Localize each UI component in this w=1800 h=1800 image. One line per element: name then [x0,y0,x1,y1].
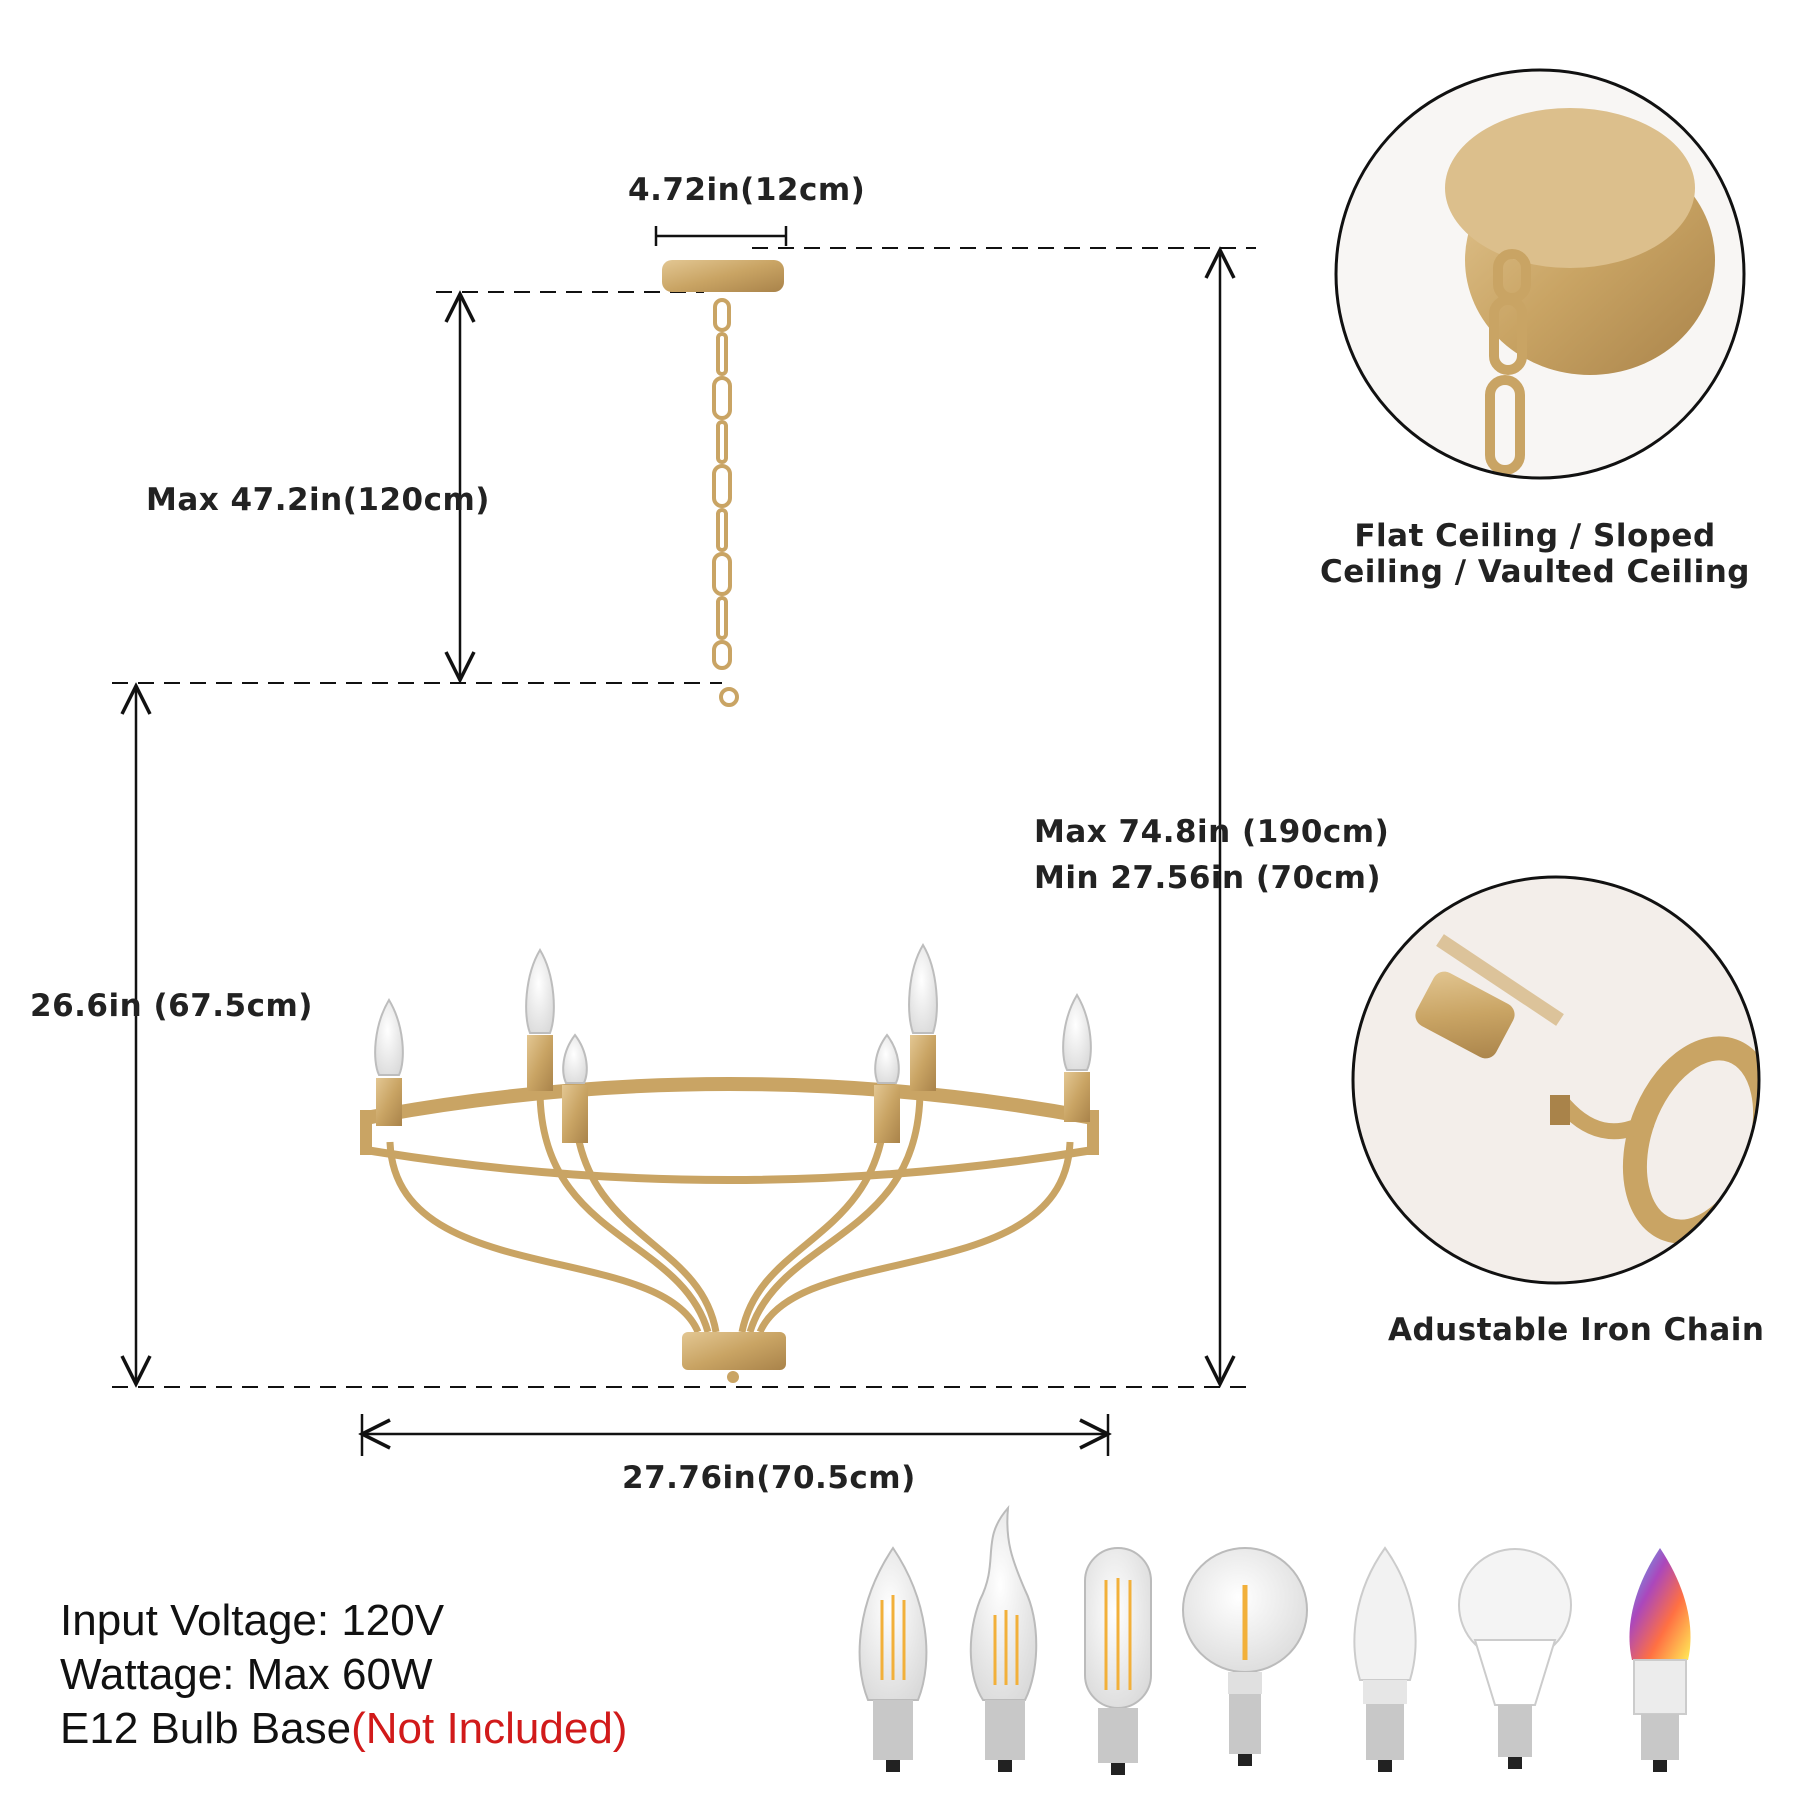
chain-length-label: Max 47.2in(120cm) [146,482,490,518]
fixture-ring [360,1077,1099,1184]
ceiling-compatibility-caption: Flat Ceiling / Sloped Ceiling / Vaulted … [1320,518,1750,590]
fixture-arms [386,1089,1074,1334]
total-height-min-label: Min 27.56in (70cm) [1034,860,1382,896]
chain [712,298,739,707]
bottom-finial-cup [682,1332,786,1370]
dimension-arrows [136,226,1220,1456]
canopy-width-label: 4.72in(12cm) [628,172,866,208]
ceiling-canopy [662,260,784,292]
bulb-types-row [858,1505,1691,1775]
fixture-height-label: 26.6in (67.5cm) [30,988,313,1024]
candle-bulbs [374,943,1092,1084]
reference-lines [112,247,1256,1388]
wattage-spec: Wattage: Max 60W [60,1650,433,1699]
globe-filament-bulb-icon [1182,1547,1308,1766]
flame-tip-filament-bulb-icon [969,1505,1038,1772]
canopy-detail-circle [1334,68,1746,480]
filament-candle-bulb-icon [858,1546,928,1772]
led-candle-bulb-icon [1353,1546,1417,1772]
chain-caption: Adustable Iron Chain [1388,1312,1765,1348]
fixture-width-label: 27.76in(70.5cm) [622,1460,916,1496]
not-included-note: (Not Included) [351,1704,628,1753]
chain-detail-circle [1351,875,1761,1285]
input-voltage-spec: Input Voltage: 120V [60,1596,445,1645]
bulb-base-spec: E12 Bulb Base(Not Included) [60,1704,627,1754]
bulb-base-text: E12 Bulb Base [60,1704,352,1753]
led-globe-bulb-icon [1458,1548,1572,1769]
candle-sockets [376,1035,1090,1143]
rgb-smart-candle-bulb-icon [1629,1548,1691,1772]
tubular-filament-bulb-icon [1084,1547,1152,1775]
total-height-max-label: Max 74.8in (190cm) [1034,814,1390,850]
chandelier-illustration [360,260,1099,1383]
bottom-finial [727,1371,739,1383]
